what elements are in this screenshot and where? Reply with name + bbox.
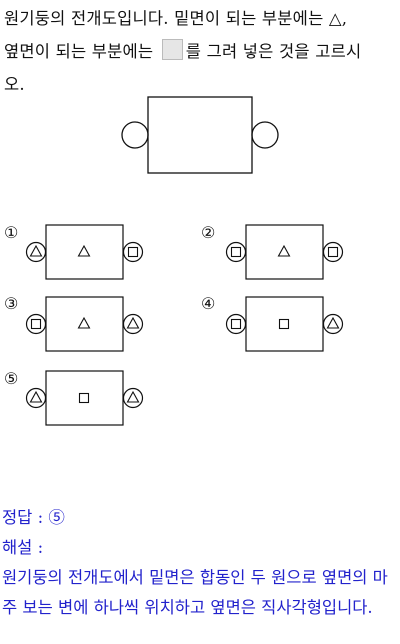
gray-square-icon bbox=[161, 39, 183, 60]
option-5-left-triangle-icon bbox=[29, 390, 43, 403]
question-line-1: 원기둥의 전개도입니다. 밑면이 되는 부분에는 △, bbox=[4, 9, 348, 28]
option-1-center-triangle-icon bbox=[77, 244, 91, 257]
option-1-left-triangle-icon bbox=[29, 244, 43, 257]
cylinder-net-figure bbox=[121, 96, 279, 174]
explanation-text: 원기둥의 전개도에서 밑면은 합동인 두 원으로 옆면의 마주 보는 변에 하나… bbox=[2, 568, 388, 617]
option-2-center-triangle-icon bbox=[277, 244, 291, 257]
option-1-figure[interactable] bbox=[24, 224, 154, 280]
question-text: 원기둥의 전개도입니다. 밑면이 되는 부분에는 △, 옆면이 되는 부분에는 … bbox=[4, 2, 396, 101]
answer-line: 정답 : ⑤ bbox=[2, 508, 65, 527]
option-5-center-square-icon bbox=[78, 392, 90, 404]
option-2-right-square-icon bbox=[327, 246, 339, 258]
question-line-2: 옆면이 되는 부분에는 를 그려 넣은 것을 고르시 bbox=[4, 35, 396, 68]
option-4-right-triangle-icon bbox=[326, 316, 340, 329]
option-3-figure[interactable] bbox=[24, 296, 154, 352]
net-rectangle bbox=[147, 96, 253, 174]
option-4-center-square-icon bbox=[278, 318, 290, 330]
option-4-label[interactable]: ④ bbox=[201, 294, 216, 313]
option-5-figure[interactable] bbox=[24, 370, 154, 426]
option-3-center-triangle-icon bbox=[77, 316, 91, 329]
question-line-2-end: 를 그려 넣은 것을 고르시 bbox=[185, 42, 362, 61]
option-3-left-square-icon bbox=[30, 318, 42, 330]
option-3-label[interactable]: ③ bbox=[4, 294, 19, 313]
net-right-circle bbox=[251, 121, 279, 149]
option-2-label[interactable]: ② bbox=[201, 223, 216, 242]
option-2-figure[interactable] bbox=[224, 224, 354, 280]
option-5-right-triangle-icon bbox=[126, 390, 140, 403]
option-3-right-triangle-icon bbox=[126, 316, 140, 329]
option-1-right-square-icon bbox=[127, 246, 139, 258]
question-line-3: 오. bbox=[4, 75, 25, 94]
explanation-label: 해설 : bbox=[2, 538, 44, 557]
answer-section: 정답 : ⑤ 해설 : 원기둥의 전개도에서 밑면은 합동인 두 원으로 옆면의… bbox=[2, 503, 398, 623]
option-4-left-square-icon bbox=[230, 318, 242, 330]
option-4-figure[interactable] bbox=[224, 296, 354, 352]
option-2-left-square-icon bbox=[230, 246, 242, 258]
option-5-label[interactable]: ⑤ bbox=[4, 369, 19, 388]
question-line-2-start: 옆면이 되는 부분에는 bbox=[4, 42, 154, 61]
net-left-circle bbox=[121, 121, 149, 149]
option-1-label[interactable]: ① bbox=[4, 223, 19, 242]
